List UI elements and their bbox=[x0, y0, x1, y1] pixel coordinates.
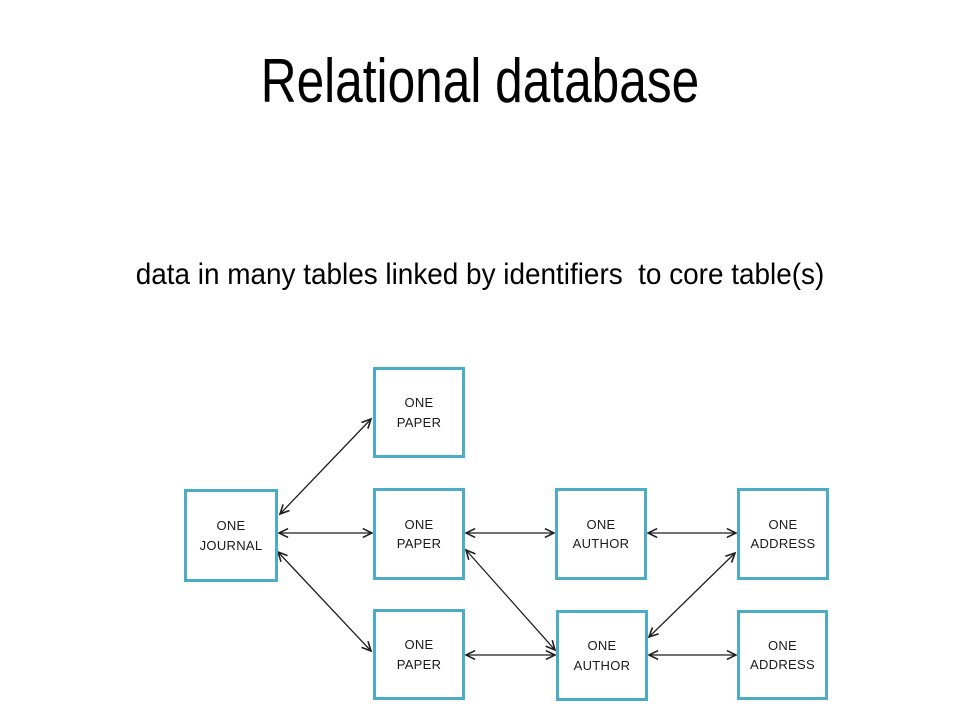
edge-journal--paper-top bbox=[280, 419, 371, 514]
edge-paper-mid--author-bottom bbox=[466, 550, 555, 650]
slide-subtitle: data in many tables linked by identifier… bbox=[135, 258, 825, 291]
slide-title: Relational database bbox=[260, 47, 700, 116]
edge-author-bottom--address-mid bbox=[649, 553, 735, 637]
edge-journal--paper-bottom bbox=[278, 552, 371, 651]
